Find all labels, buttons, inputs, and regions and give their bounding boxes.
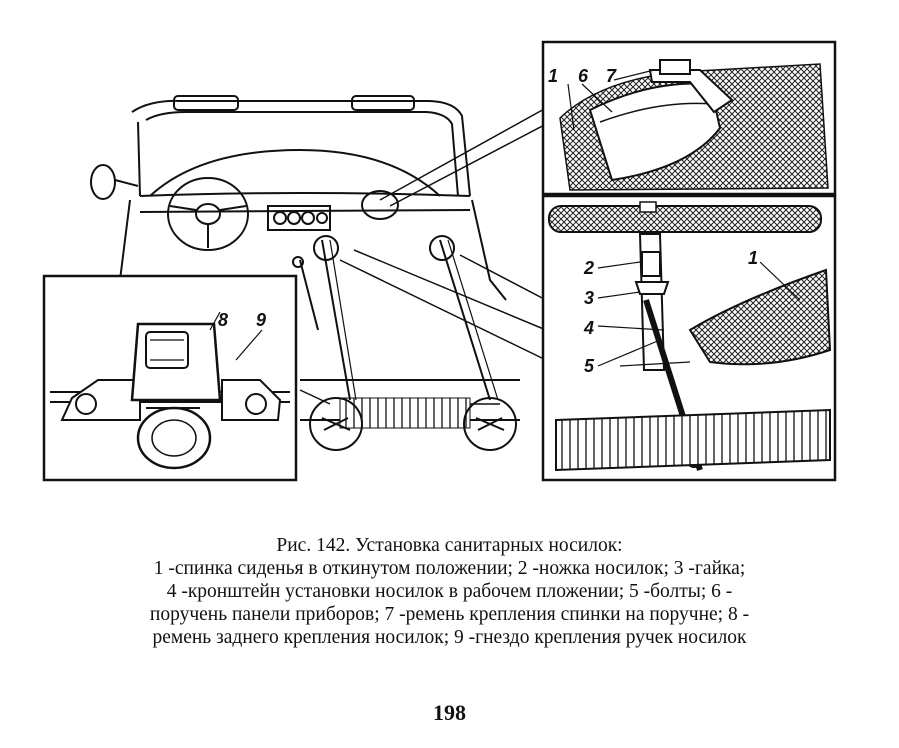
label-7: 7 <box>606 66 617 86</box>
label-1-top: 1 <box>548 66 558 86</box>
technical-illustration: 1 6 7 2 3 4 5 1 8 9 <box>42 40 837 482</box>
label-6: 6 <box>578 66 589 86</box>
label-8: 8 <box>218 310 228 330</box>
inset-rear-mount: 8 9 <box>42 274 298 482</box>
vehicle-interior-drawing <box>90 95 551 451</box>
label-3: 3 <box>584 288 594 308</box>
label-9: 9 <box>256 310 266 330</box>
caption-line: 4 -кронштейн установки носилок в рабочем… <box>166 581 733 602</box>
caption-title: Рис. 142. Установка санитарных носилок: <box>276 535 623 556</box>
label-4: 4 <box>583 318 594 338</box>
inset-stretcher-bracket: 2 3 4 5 1 <box>541 194 837 482</box>
figure-caption: Рис. 142. Установка санитарных носилок: … <box>20 534 879 649</box>
caption-line: ремень заднего крепления носилок; 9 -гне… <box>152 627 747 648</box>
caption-line: поручень панели приборов; 7 -ремень креп… <box>149 604 750 625</box>
label-5: 5 <box>584 356 595 376</box>
label-1-right: 1 <box>748 248 758 268</box>
caption-line: 1 -спинка сиденья в откинутом положении;… <box>153 558 746 579</box>
page-number: 198 <box>433 700 466 725</box>
inset-dashboard-handle: 1 6 7 <box>541 40 837 196</box>
label-2: 2 <box>583 258 594 278</box>
